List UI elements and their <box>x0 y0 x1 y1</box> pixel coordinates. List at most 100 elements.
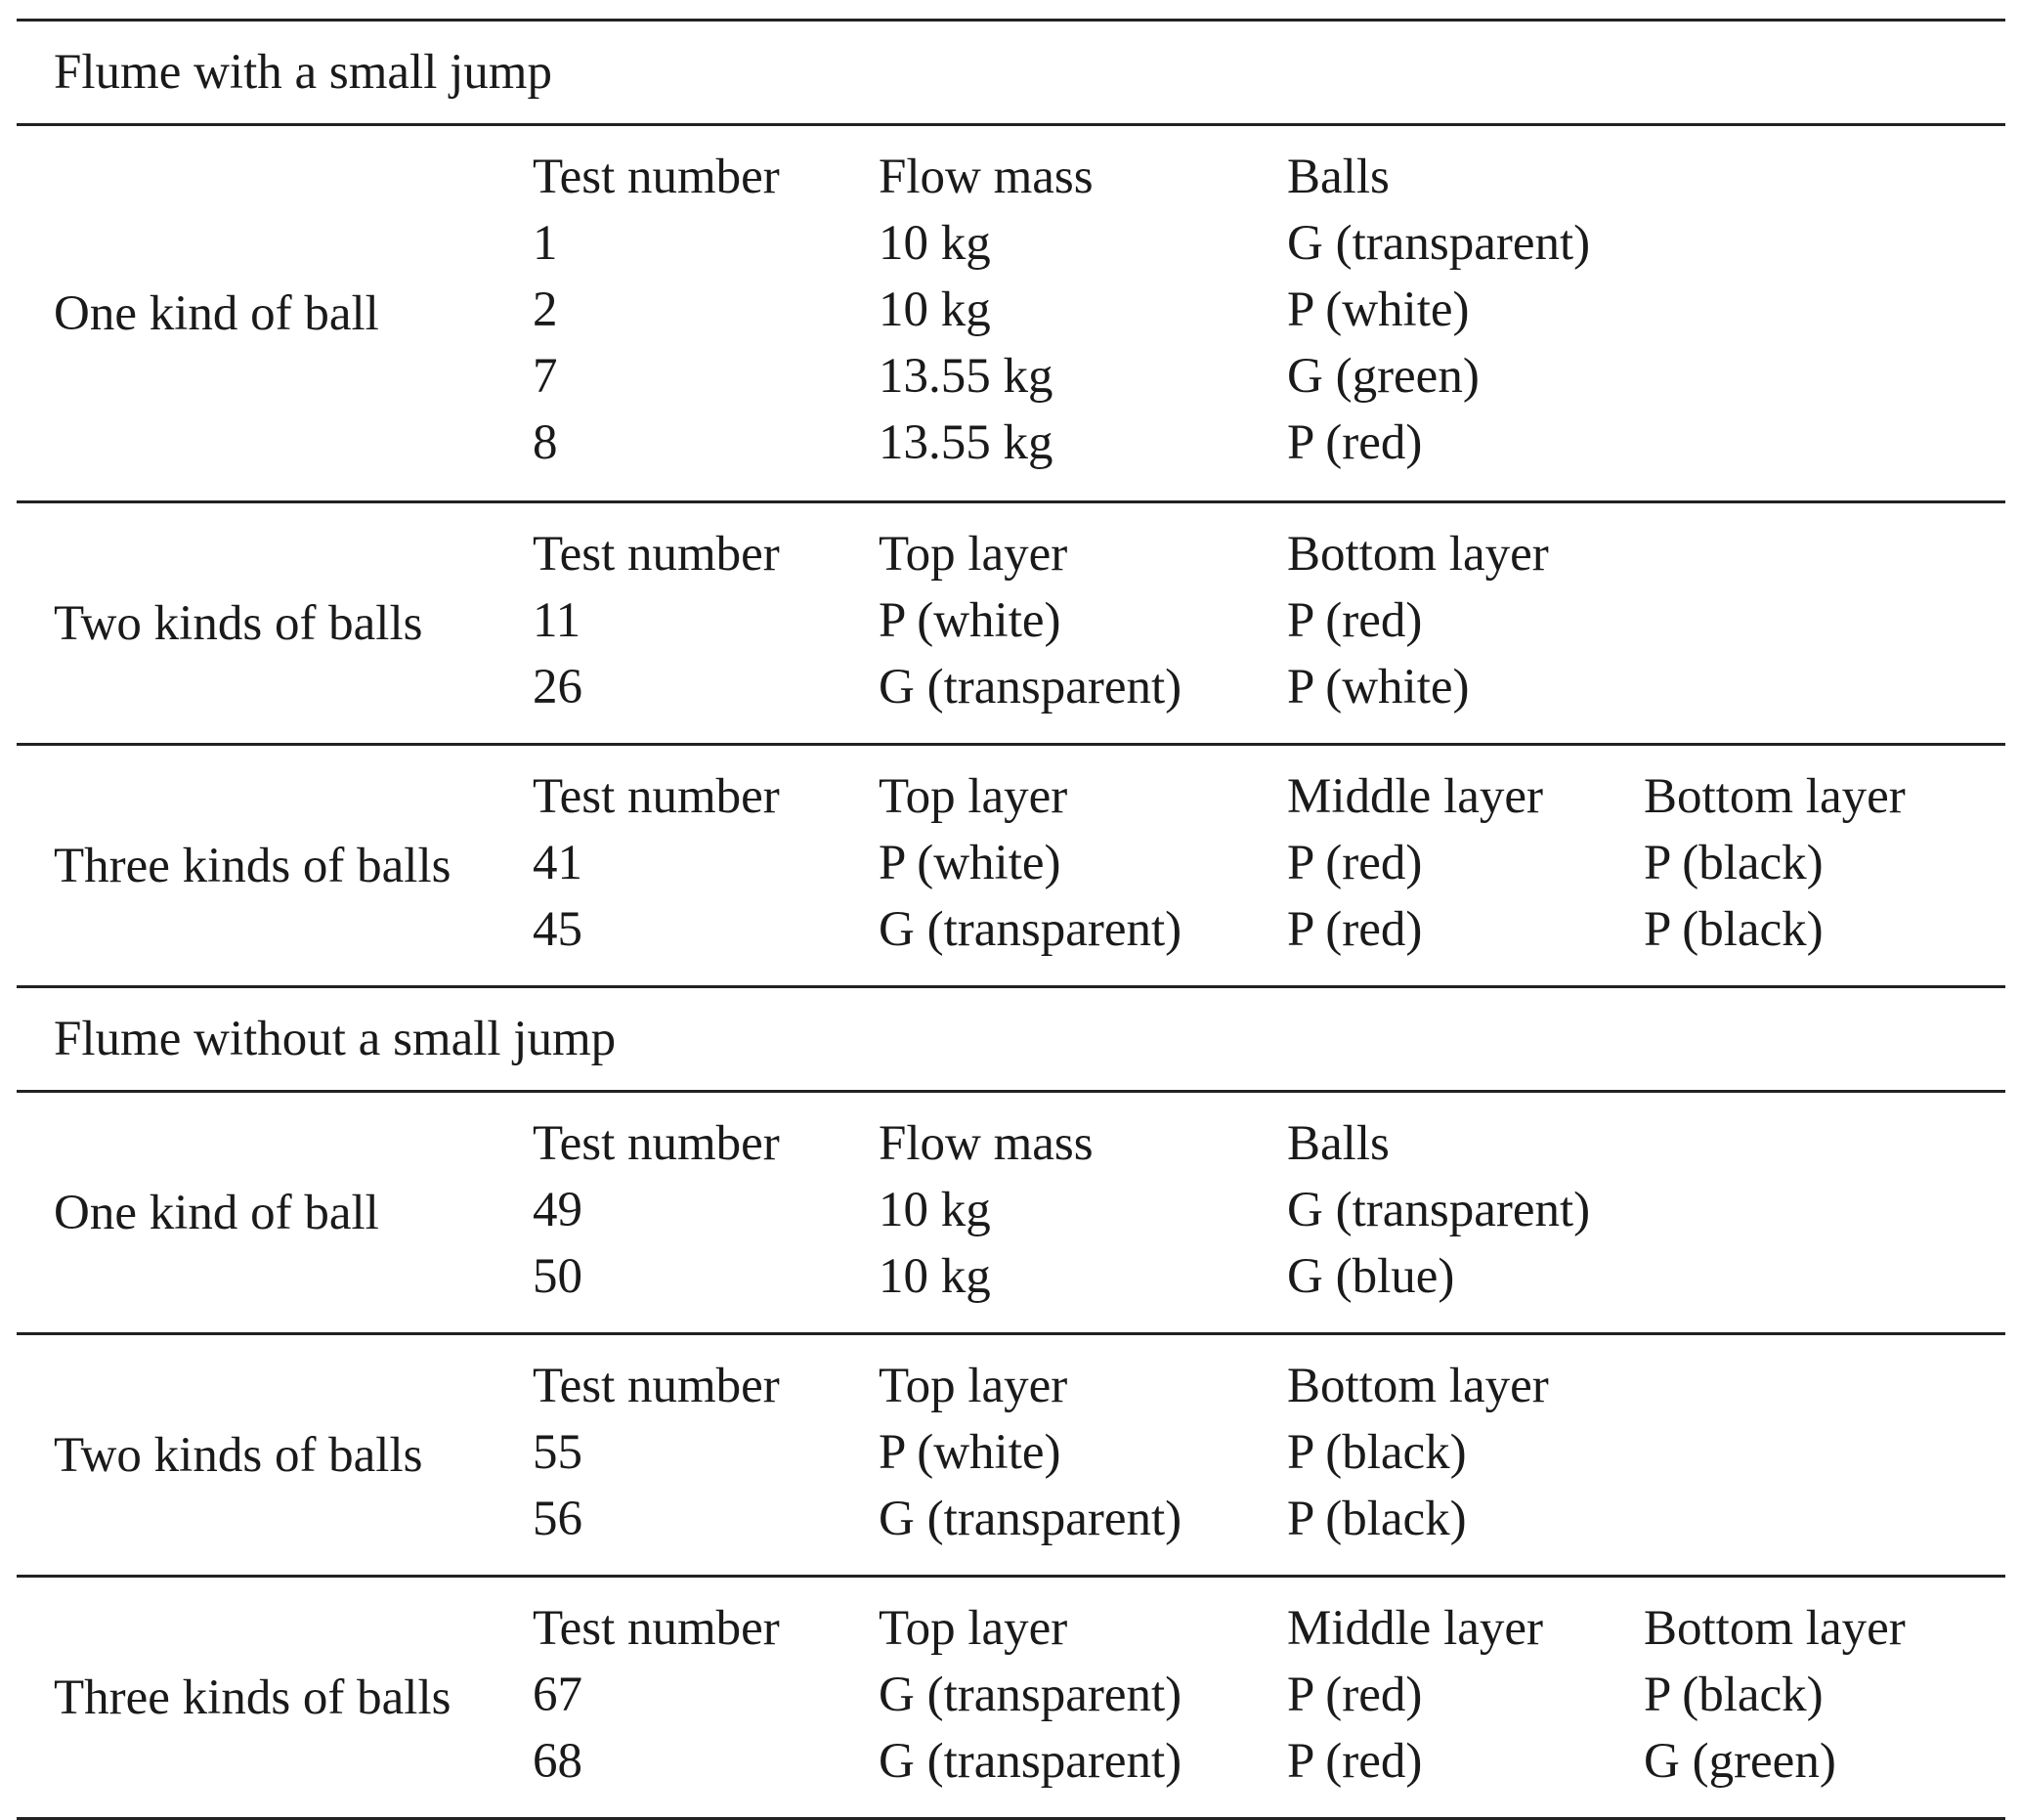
table-rule <box>17 1575 2005 1578</box>
header-cell: Bottom layer <box>1287 527 1549 582</box>
table-cell <box>1644 410 2015 476</box>
table-cell <box>1644 654 2015 720</box>
table-cell <box>1644 1243 2015 1310</box>
table-cell: 13.55 kg <box>879 415 1053 470</box>
table-cell: P (white) <box>1287 282 1470 337</box>
header-cell: Top layer <box>879 769 1068 824</box>
table-group: One kind of ball Test number Flow mass B… <box>17 126 2005 500</box>
table-cell: P (red) <box>1287 902 1423 957</box>
header-cell <box>1644 1110 2015 1177</box>
table-cell: 67 <box>533 1668 582 1722</box>
table-cell: P (black) <box>1287 1492 1467 1546</box>
table-cell: P (red) <box>1287 1668 1423 1722</box>
section-title: Flume without a small jump <box>54 1012 617 1066</box>
header-cell: Bottom layer <box>1644 1601 1906 1656</box>
table-cell <box>1644 343 2015 410</box>
table-rule <box>17 500 2005 503</box>
table-group: Two kinds of balls Test number Top layer… <box>17 503 2005 743</box>
table-cell <box>1644 210 2015 277</box>
header-cell: Test number <box>533 769 780 824</box>
header-cell: Test number <box>533 1359 780 1413</box>
table-rule <box>17 19 2005 22</box>
table-cell: P (black) <box>1644 902 1824 957</box>
table-cell: 2 <box>533 282 558 337</box>
group-label: Two kinds of balls <box>54 595 423 651</box>
header-cell: Middle layer <box>1287 769 1543 824</box>
table-cell: P (red) <box>1287 836 1423 890</box>
table-cell: 45 <box>533 902 582 957</box>
header-cell: Flow mass <box>879 1116 1094 1171</box>
header-cell: Test number <box>533 1601 780 1656</box>
table-cell <box>1644 1177 2015 1243</box>
table-cell: 41 <box>533 836 582 890</box>
header-cell: Balls <box>1287 1116 1390 1171</box>
table-cell: G (transparent) <box>1287 216 1591 271</box>
table-cell: P (black) <box>1287 1425 1467 1480</box>
table-group: Two kinds of balls Test number Top layer… <box>17 1335 2005 1575</box>
header-cell <box>1644 521 2015 587</box>
group-label: Two kinds of balls <box>54 1427 423 1483</box>
table-cell: G (blue) <box>1287 1249 1455 1304</box>
table-cell: G (transparent) <box>1287 1183 1591 1237</box>
table-rule <box>17 1090 2005 1093</box>
table-group: Three kinds of balls Test number Top lay… <box>17 746 2005 985</box>
table-cell <box>1644 587 2015 654</box>
table-cell: 49 <box>533 1183 582 1237</box>
table-cell: P (black) <box>1644 836 1824 890</box>
table-cell <box>1644 1486 2015 1552</box>
table-cell: G (transparent) <box>879 902 1182 957</box>
table-rule <box>17 743 2005 746</box>
group-grid: Test number Top layer Bottom layer 55 P … <box>533 1353 2015 1575</box>
table-group: Three kinds of balls Test number Top lay… <box>17 1578 2005 1817</box>
table-cell: 10 kg <box>879 282 991 337</box>
header-cell: Flow mass <box>879 150 1094 204</box>
group-label: One kind of ball <box>54 1185 379 1240</box>
table-cell: G (transparent) <box>879 1668 1182 1722</box>
header-cell: Test number <box>533 150 780 204</box>
header-cell: Top layer <box>879 1601 1068 1656</box>
table-cell: 13.55 kg <box>879 349 1053 404</box>
group-grid: Test number Top layer Bottom layer 11 P … <box>533 521 2015 743</box>
table-cell: P (white) <box>879 593 1061 648</box>
header-cell: Top layer <box>879 527 1068 582</box>
table-cell: G (transparent) <box>879 1492 1182 1546</box>
table-cell: 68 <box>533 1734 582 1789</box>
table-cell: 10 kg <box>879 216 991 271</box>
table-cell: P (black) <box>1644 1668 1824 1722</box>
header-cell: Test number <box>533 527 780 582</box>
group-label: Three kinds of balls <box>54 838 451 893</box>
header-cell <box>1644 144 2015 210</box>
group-grid: Test number Top layer Middle layer Botto… <box>533 763 2015 985</box>
header-cell: Top layer <box>879 1359 1068 1413</box>
table-cell: 56 <box>533 1492 582 1546</box>
header-cell: Bottom layer <box>1644 769 1906 824</box>
group-label: Three kinds of balls <box>54 1669 451 1725</box>
table-cell: P (red) <box>1287 415 1423 470</box>
group-grid: Test number Top layer Middle layer Botto… <box>533 1595 2015 1817</box>
section-title: Flume with a small jump <box>54 45 552 100</box>
table-cell <box>1644 1419 2015 1486</box>
experiment-table: Flume with a small jump One kind of ball… <box>17 19 2005 1820</box>
header-cell: Bottom layer <box>1287 1359 1549 1413</box>
table-cell: P (white) <box>879 1425 1061 1480</box>
table-rule <box>17 123 2005 126</box>
table-cell: 10 kg <box>879 1183 991 1237</box>
header-cell: Test number <box>533 1116 780 1171</box>
table-cell: 55 <box>533 1425 582 1480</box>
table-cell: 26 <box>533 660 582 715</box>
table-rule <box>17 1332 2005 1335</box>
table-group: One kind of ball Test number Flow mass B… <box>17 1093 2005 1332</box>
table-cell: G (transparent) <box>879 1734 1182 1789</box>
table-cell: P (white) <box>1287 660 1470 715</box>
table-cell: P (white) <box>879 836 1061 890</box>
table-cell: P (red) <box>1287 1734 1423 1789</box>
table-cell: 50 <box>533 1249 582 1304</box>
group-grid: Test number Flow mass Balls 49 10 kg G (… <box>533 1110 2015 1332</box>
table-cell: 7 <box>533 349 558 404</box>
table-cell: G (green) <box>1644 1734 1836 1789</box>
table-rule <box>17 985 2005 988</box>
table-cell: G (green) <box>1287 349 1480 404</box>
table-cell: G (transparent) <box>879 660 1182 715</box>
header-cell: Middle layer <box>1287 1601 1543 1656</box>
table-cell: 11 <box>533 593 581 648</box>
